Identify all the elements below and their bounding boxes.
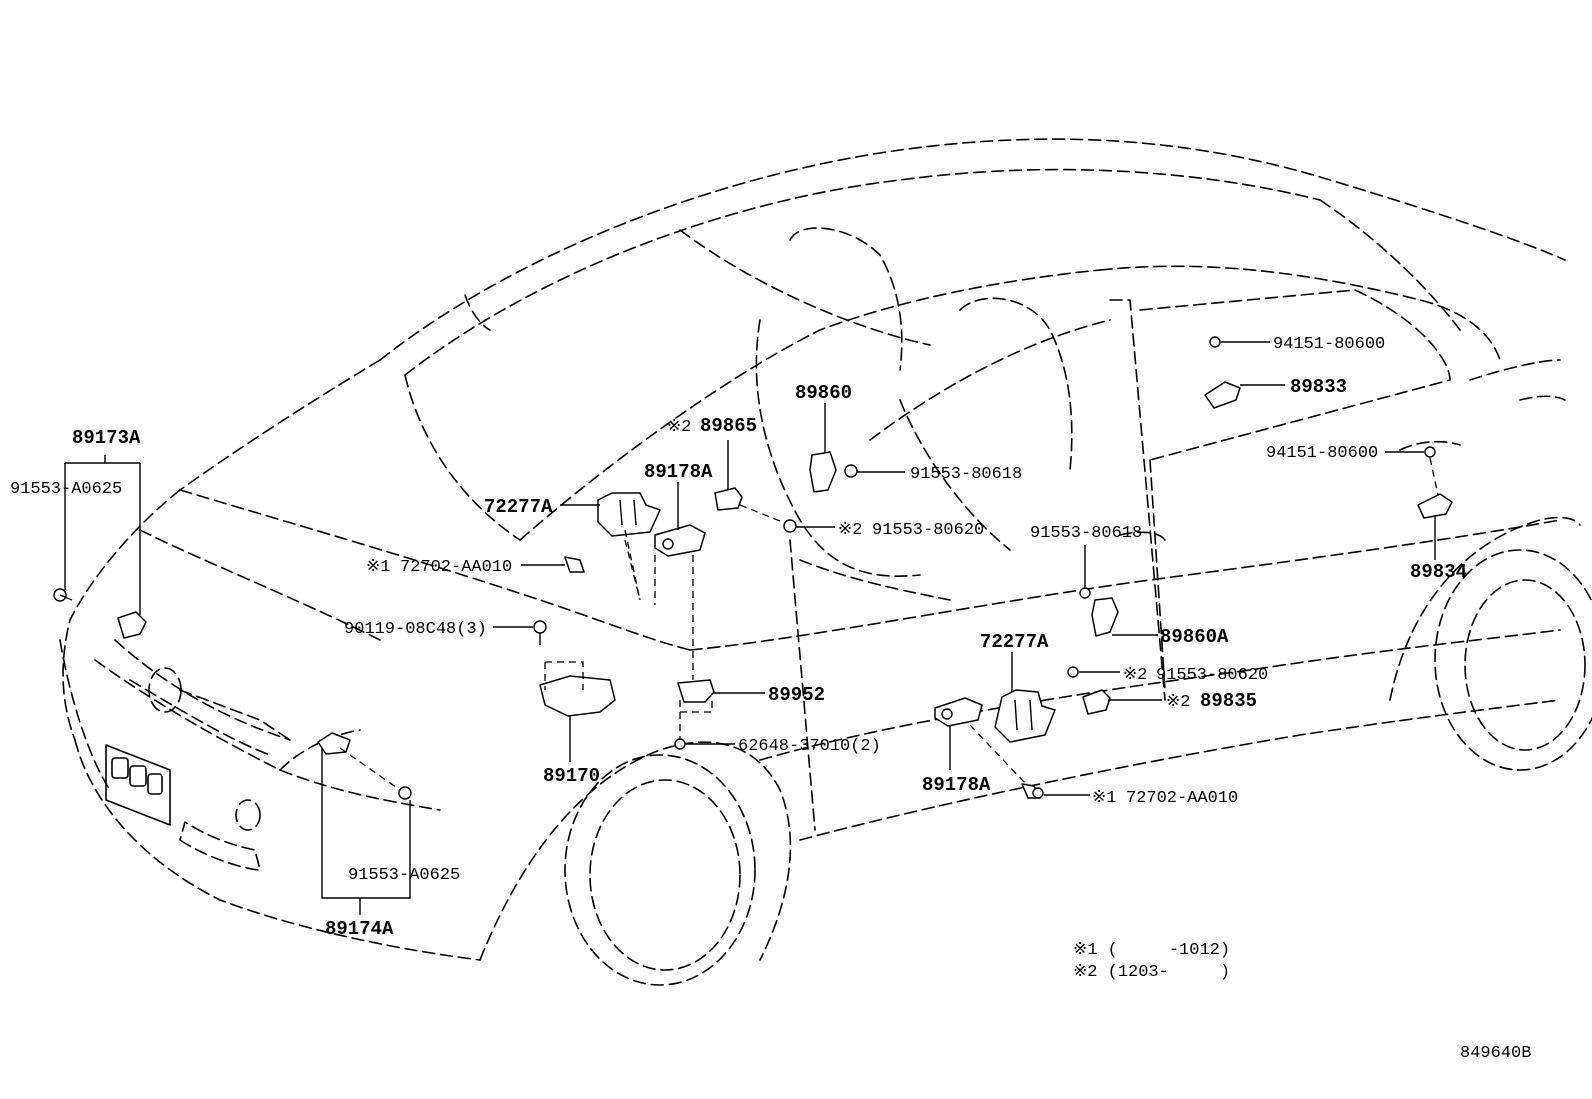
label-91553-A0625-top: 91553-A0625 xyxy=(10,480,122,499)
diagram-code: 849640B xyxy=(1460,1044,1531,1063)
label-89174A: 89174A xyxy=(325,918,394,940)
label-89834: 89834 xyxy=(1410,561,1467,583)
mark-72702-AA010-top: ※1 xyxy=(366,558,390,577)
label-72702-AA010-top: 72702-AA010 xyxy=(400,558,512,577)
label-91553-80620-bottom: 91553-80620 xyxy=(1156,666,1268,685)
parts xyxy=(53,336,1453,800)
label-90119-08C48: 90119-08C48(3) xyxy=(344,620,487,639)
label-89173A: 89173A xyxy=(72,427,141,449)
label-89952: 89952 xyxy=(768,684,825,706)
footnote-1: ※1 ( -1012) xyxy=(1073,941,1230,960)
label-89860: 89860 xyxy=(795,382,852,404)
part-labels: 89173A 91553-A0625 89178A 72277A ※2 8986… xyxy=(10,335,1467,940)
footnotes: ※1 ( -1012) ※2 (1203- ) 849640B xyxy=(1073,941,1531,1063)
mark-91553-80620-bottom: ※2 xyxy=(1123,666,1147,685)
label-91553-80618-top: 91553-80618 xyxy=(910,465,1022,484)
mark-72702-AA010-bottom: ※1 xyxy=(1092,789,1116,808)
label-91553-80620-top: 91553-80620 xyxy=(872,521,984,540)
mark-91553-80620-top: ※2 xyxy=(838,521,862,540)
label-72277A-top: 72277A xyxy=(484,496,553,518)
label-89178A-top: 89178A xyxy=(644,461,713,483)
label-89833: 89833 xyxy=(1290,376,1347,398)
car-body xyxy=(59,138,1592,986)
label-94151-80600-bottom: 94151-80600 xyxy=(1266,444,1378,463)
leader-lines xyxy=(64,341,1439,915)
mark-89865: ※2 xyxy=(667,418,691,437)
label-91553-80618-bottom: 91553-80618 xyxy=(1030,524,1142,543)
label-89860A: 89860A xyxy=(1160,626,1229,648)
label-89835: 89835 xyxy=(1200,690,1257,712)
footnote-2: ※2 (1203- ) xyxy=(1073,963,1230,982)
label-72277A-bottom: 72277A xyxy=(980,631,1049,653)
label-62648-37010: 62648-37010(2) xyxy=(738,737,881,756)
label-89865: 89865 xyxy=(700,415,757,437)
label-91553-A0625-bottom: 91553-A0625 xyxy=(348,866,460,885)
label-72702-AA010-bottom: 72702-AA010 xyxy=(1126,789,1238,808)
mark-89835: ※2 xyxy=(1166,693,1190,712)
label-89178A-bottom: 89178A xyxy=(922,774,991,796)
label-89170: 89170 xyxy=(543,765,600,787)
label-94151-80600-top: 94151-80600 xyxy=(1273,335,1385,354)
